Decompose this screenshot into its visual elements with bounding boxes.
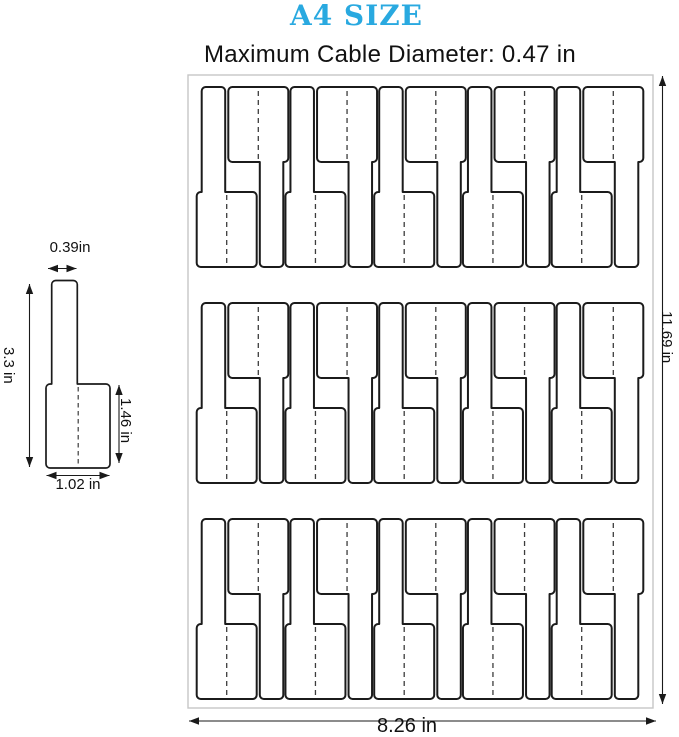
cable-label-down (550, 302, 613, 484)
cable-label-down (373, 518, 436, 700)
label-pattern-layer (195, 86, 645, 700)
cable-label-up (227, 302, 290, 484)
cable-label-down (195, 518, 258, 700)
page-title: A4 SIZE (289, 0, 424, 32)
label-outline (284, 518, 347, 700)
label-outline (404, 86, 467, 268)
detail-label-layer (45, 279, 111, 469)
label-outline (316, 86, 379, 268)
cable-label-down (373, 302, 436, 484)
cable-label-down (284, 302, 347, 484)
cable-label-up (227, 518, 290, 700)
cable-label-down (284, 86, 347, 268)
label-outline (373, 86, 436, 268)
label-outline (195, 518, 258, 700)
cable-label-up (493, 86, 556, 268)
cable-label-down (284, 518, 347, 700)
label-outline (227, 302, 290, 484)
cable-label-up (493, 302, 556, 484)
cable-label-up (582, 86, 645, 268)
dimension-arrows (25, 76, 667, 725)
cable-label-down (373, 86, 436, 268)
label-outline (582, 302, 645, 484)
cable-label-down (461, 302, 524, 484)
cable-label-up (316, 302, 379, 484)
cable-label-up (404, 86, 467, 268)
cable-label-up (227, 86, 290, 268)
label-outline (550, 302, 613, 484)
label-outline (195, 86, 258, 268)
label-outline (316, 302, 379, 484)
cable-label-up (582, 302, 645, 484)
label-outline (45, 279, 111, 469)
cable-label-down (550, 86, 613, 268)
label-outline (550, 86, 613, 268)
label-outline (550, 518, 613, 700)
label-outline (582, 86, 645, 268)
label-outline (461, 518, 524, 700)
subtitle-max-cable-diameter: Maximum Cable Diameter: 0.47 in (203, 41, 577, 68)
cable-label-up (582, 518, 645, 700)
label-outline (195, 302, 258, 484)
cable-label-down (195, 86, 258, 268)
label-outline (461, 302, 524, 484)
label-outline (493, 302, 556, 484)
cable-label-up (316, 518, 379, 700)
label-outline (316, 518, 379, 700)
cable-label-up (493, 518, 556, 700)
dim-stem-width: 0.39in (49, 239, 91, 256)
label-outline (404, 302, 467, 484)
a4-sheet-outline (187, 74, 654, 709)
dim-total-height: 3.3 in (0, 347, 17, 384)
cable-label-down (45, 279, 111, 469)
dim-flag-width: 1.02 in (55, 476, 101, 493)
label-outline (461, 86, 524, 268)
label-outline (373, 302, 436, 484)
label-outline (493, 518, 556, 700)
cable-label-up (404, 518, 467, 700)
cable-label-up (404, 302, 467, 484)
cable-label-down (550, 518, 613, 700)
dim-sheet-height: 11.69 in (658, 311, 675, 364)
label-outline (493, 86, 556, 268)
label-outline (284, 302, 347, 484)
label-outline (404, 518, 467, 700)
cable-label-down (461, 518, 524, 700)
label-outline (373, 518, 436, 700)
label-outline (284, 86, 347, 268)
cable-label-down (195, 302, 258, 484)
label-outline (582, 518, 645, 700)
dim-flag-height: 1.46 in (117, 398, 134, 444)
cable-label-up (316, 86, 379, 268)
cable-label-down (461, 86, 524, 268)
label-outline (227, 518, 290, 700)
label-outline (227, 86, 290, 268)
dim-sheet-width: 8.26 in (376, 715, 438, 737)
